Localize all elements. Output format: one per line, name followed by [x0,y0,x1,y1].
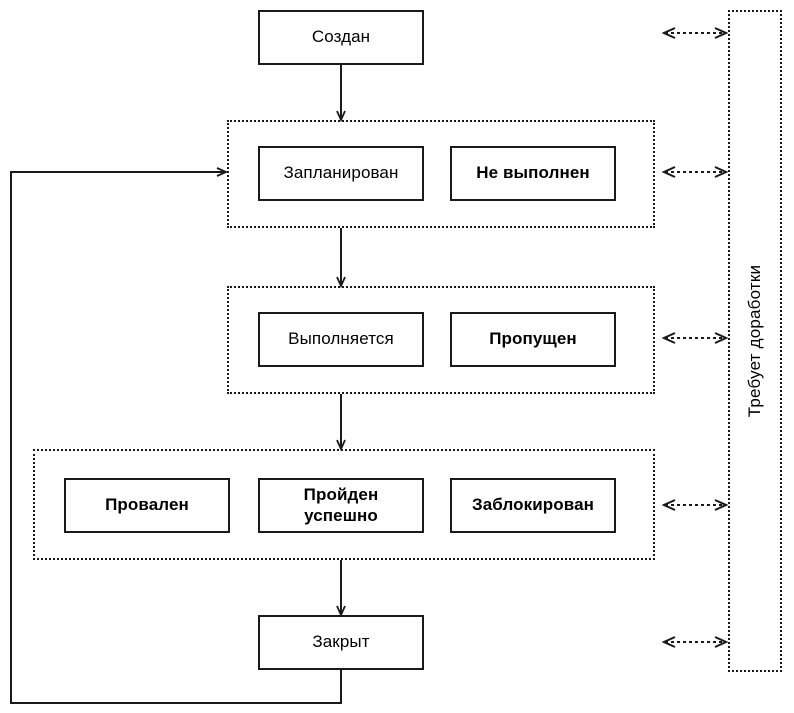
rework-label-wrapper: Требует доработки [730,12,780,670]
rework-label: Требует доработки [745,264,765,418]
node-planned-label: Запланирован [283,163,399,183]
node-passed[interactable]: Пройден успешно [258,478,424,533]
node-in-progress[interactable]: Выполняется [258,312,424,367]
rework-container[interactable]: Требует доработки [728,10,782,672]
arrow-closed-to-planned-loop [10,172,342,704]
node-closed-label: Закрыт [312,632,370,652]
node-skipped[interactable]: Пропущен [450,312,616,367]
group-result-container [33,449,655,560]
node-created-label: Создан [311,27,371,47]
node-in-progress-label: Выполняется [288,329,394,349]
node-not-executed[interactable]: Не выполнен [450,146,616,201]
node-created[interactable]: Создан [258,10,424,65]
group-progress-container [227,286,655,394]
node-not-executed-label: Не выполнен [476,163,590,183]
node-closed[interactable]: Закрыт [258,615,424,670]
node-blocked-label: Заблокирован [471,495,595,515]
node-blocked[interactable]: Заблокирован [450,478,616,533]
node-passed-label: Пройден успешно [303,485,379,525]
node-failed[interactable]: Провален [64,478,230,533]
node-failed-label: Провален [105,495,189,515]
node-planned[interactable]: Запланирован [258,146,424,201]
group-planned-container [227,120,655,228]
node-skipped-label: Пропущен [489,329,577,349]
